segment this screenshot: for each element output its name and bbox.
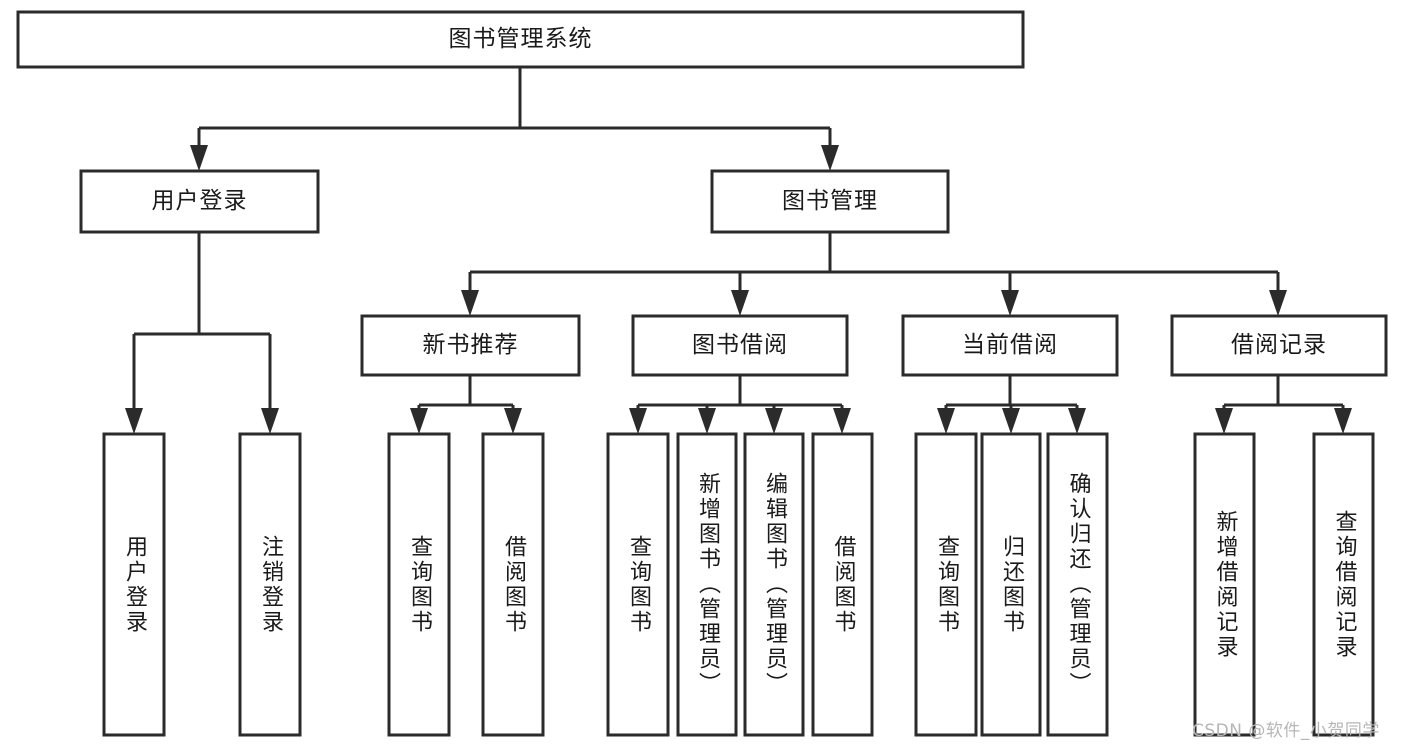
node-label-leaf-query-book-2: 查询图书 bbox=[608, 434, 668, 735]
arrow-head-icon bbox=[1001, 290, 1019, 316]
node-label-root: 图书管理系统 bbox=[448, 26, 593, 52]
vertical-text: 借阅图书 bbox=[830, 534, 856, 635]
node-label-leaf-borrow-book-2: 借阅图书 bbox=[813, 434, 872, 735]
arrow-head-icon bbox=[1068, 408, 1086, 434]
node-box-leaf-add-book[interactable] bbox=[676, 432, 738, 737]
arrow-head-icon bbox=[821, 145, 839, 171]
arrow-head-icon bbox=[1269, 290, 1287, 316]
vertical-text: 编辑图书（管理员） bbox=[761, 472, 787, 697]
node-box-leaf-query-record[interactable] bbox=[1312, 432, 1375, 737]
node-label-leaf-logout: 注销登录 bbox=[240, 434, 300, 735]
arrow-head-icon bbox=[125, 408, 143, 434]
node-box-leaf-add-record[interactable] bbox=[1193, 432, 1256, 737]
vertical-text: 查询图书 bbox=[933, 534, 959, 635]
vertical-text: 新增图书（管理员） bbox=[694, 472, 720, 697]
node-label-leaf-borrow-book-1: 借阅图书 bbox=[483, 434, 543, 735]
node-box-book-borrow[interactable] bbox=[631, 314, 849, 377]
node-label-user-login: 用户登录 bbox=[151, 188, 248, 214]
arrow-head-icon bbox=[937, 408, 955, 434]
node-boxes-layer bbox=[16, 10, 1388, 737]
node-box-leaf-query-book-3[interactable] bbox=[914, 432, 978, 737]
node-box-leaf-borrow-book-2[interactable] bbox=[811, 432, 874, 737]
node-box-root[interactable] bbox=[16, 10, 1025, 69]
node-label-new-book-recommend: 新书推荐 bbox=[422, 332, 519, 358]
node-box-current-borrow[interactable] bbox=[901, 314, 1119, 377]
vertical-text: 确认归还（管理员） bbox=[1065, 472, 1091, 697]
vertical-text: 注销登录 bbox=[257, 534, 283, 635]
arrow-head-icon bbox=[765, 408, 783, 434]
vertical-text: 借阅图书 bbox=[500, 534, 526, 635]
csdn-watermark: CSDN @软件_小贺同学 bbox=[1192, 721, 1380, 741]
node-label-leaf-add-record: 新增借阅记录 bbox=[1195, 434, 1254, 735]
node-label-leaf-confirm-return: 确认归还（管理员） bbox=[1048, 434, 1107, 735]
node-box-user-login[interactable] bbox=[79, 169, 320, 234]
vertical-text: 新增借阅记录 bbox=[1212, 509, 1238, 660]
node-box-leaf-borrow-book-1[interactable] bbox=[481, 432, 545, 737]
node-label-borrow-record: 借阅记录 bbox=[1231, 332, 1327, 358]
arrow-head-icon bbox=[629, 408, 647, 434]
node-label-current-borrow: 当前借阅 bbox=[962, 332, 1058, 358]
node-box-book-manage[interactable] bbox=[710, 169, 950, 234]
arrow-head-icon bbox=[190, 145, 208, 171]
node-label-leaf-query-book-3: 查询图书 bbox=[916, 434, 976, 735]
arrow-head-icon bbox=[731, 290, 749, 316]
arrow-head-icon bbox=[1215, 408, 1233, 434]
vertical-text: 查询图书 bbox=[625, 534, 651, 635]
arrow-head-icon bbox=[833, 408, 851, 434]
arrow-head-icon bbox=[698, 408, 716, 434]
vertical-text: 查询图书 bbox=[406, 534, 432, 635]
node-label-book-manage: 图书管理 bbox=[782, 188, 878, 214]
node-label-leaf-return-book: 归还图书 bbox=[982, 434, 1040, 735]
connectors-layer bbox=[125, 67, 1352, 434]
node-box-new-book-recommend[interactable] bbox=[360, 314, 581, 377]
node-label-leaf-query-record: 查询借阅记录 bbox=[1314, 434, 1373, 735]
node-box-borrow-record[interactable] bbox=[1170, 314, 1388, 377]
node-box-leaf-edit-book[interactable] bbox=[743, 432, 805, 737]
node-box-leaf-logout[interactable] bbox=[238, 432, 302, 737]
node-label-leaf-edit-book: 编辑图书（管理员） bbox=[745, 434, 803, 735]
arrow-head-icon bbox=[504, 408, 522, 434]
arrow-head-icon bbox=[1334, 408, 1352, 434]
node-label-leaf-user-login: 用户登录 bbox=[104, 434, 164, 735]
node-box-leaf-query-book-1[interactable] bbox=[387, 432, 451, 737]
vertical-text: 查询借阅记录 bbox=[1331, 509, 1357, 660]
node-box-leaf-confirm-return[interactable] bbox=[1046, 432, 1109, 737]
arrow-head-icon bbox=[410, 408, 428, 434]
node-label-book-borrow: 图书借阅 bbox=[692, 332, 788, 358]
node-box-leaf-query-book-2[interactable] bbox=[606, 432, 670, 737]
arrow-head-icon bbox=[1002, 408, 1020, 434]
arrow-head-icon bbox=[261, 408, 279, 434]
node-label-leaf-query-book-1: 查询图书 bbox=[389, 434, 449, 735]
node-box-leaf-return-book[interactable] bbox=[980, 432, 1042, 737]
vertical-text: 归还图书 bbox=[998, 534, 1024, 635]
arrow-head-icon bbox=[461, 290, 479, 316]
node-label-leaf-add-book: 新增图书（管理员） bbox=[678, 434, 736, 735]
vertical-text: 用户登录 bbox=[121, 534, 147, 635]
node-box-leaf-user-login[interactable] bbox=[102, 432, 166, 737]
